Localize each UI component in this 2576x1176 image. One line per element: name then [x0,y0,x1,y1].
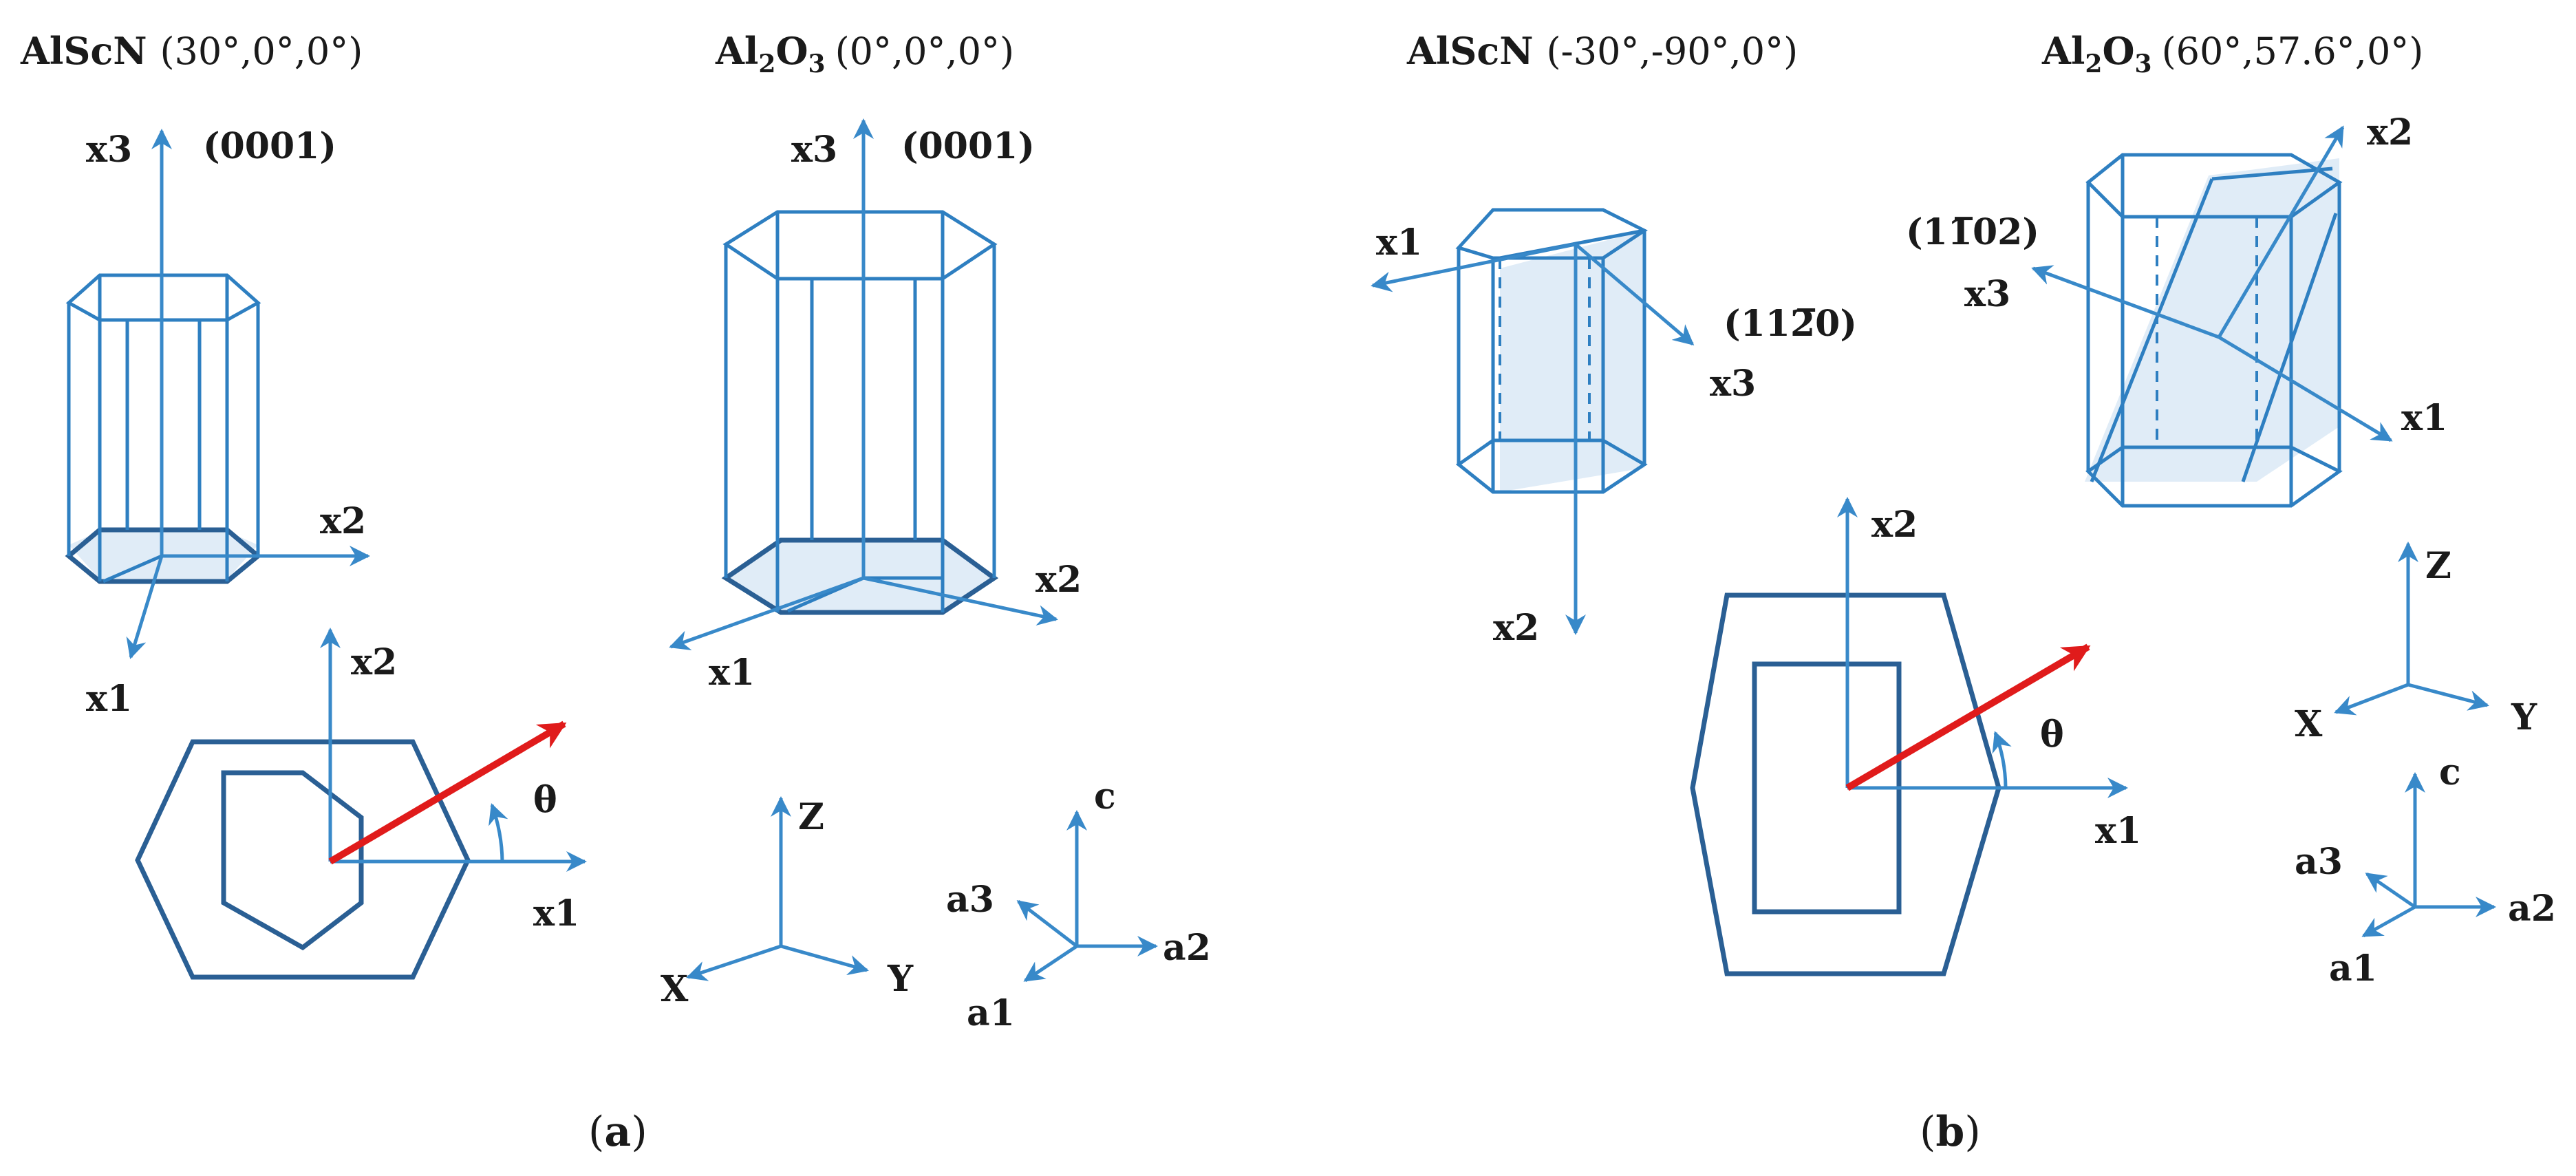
x-axis [686,944,782,981]
hex-frame-a: c a3 a2 a1 [946,776,1211,1034]
xyz-frame-b: Z X Y [2295,542,2537,745]
a2-label: a2 [1163,927,1211,969]
caption-b: (b) [1920,1108,1981,1156]
x3-label: x3 [1710,363,1756,405]
x2-label: x2 [2367,111,2413,153]
plane-label: (0001) [203,125,336,167]
al2o3-prism-b: x2 (11̅02) x3 x1 [1906,111,2447,508]
alscn-prism-b: x1 (112̅0) x3 x2 [1371,208,1857,649]
alscn-section-b: x2 x1 θ [1690,497,2141,976]
x1-label: x1 [709,652,755,694]
theta-arc [489,803,508,862]
xyz-frame-a: Z X Y [661,796,914,1010]
inner-hexagon [221,770,364,951]
a1-label: a1 [967,992,1015,1034]
x1-axis [126,555,164,659]
x3-label: x3 [86,129,132,171]
panel-b: AlScN (-30°,-90°,0°) Al2O3(60°,57.6°,0°)… [1371,29,2556,1156]
panel-b-title-alscn: AlScN (-30°,-90°,0°) [1406,29,1798,73]
x1-axis [669,576,864,651]
plane-edges [2090,167,2338,482]
c-label: c [1094,776,1116,817]
panel-a-title-al2o3: Al2O3(0°,0°,0°) [715,29,1014,78]
top-hexagon [722,210,998,281]
alscn-basal-section: x2 x1 θ [135,628,587,980]
x2-label: x2 [320,500,366,542]
a1-axis [1023,944,1078,983]
panel-a-title-alscn: AlScN (30°,0°,0°) [20,29,363,73]
x2-axis [863,576,1058,626]
panel-a: AlScN (30°,0°,0°) Al2O3(0°,0°,0°) x3 (00… [20,29,1211,1156]
prism-edges [67,275,260,581]
outer-hexagon [1690,592,2001,976]
a1-label: a1 [2329,948,2377,990]
alscn-hex-prism: x3 (0001) x2 x1 [65,125,370,720]
x2-label: x2 [1493,607,1539,649]
section-x2-label: x2 [351,641,397,683]
plane-shade [1500,231,1644,492]
a3-label: a3 [946,879,994,921]
y-label: Y [2511,696,2537,738]
a3-axis [1016,900,1078,948]
section-x1-label: x1 [533,892,579,934]
x2-axis [2217,125,2345,339]
theta-direction-vector [1845,643,2091,791]
a3-label: a3 [2295,841,2343,883]
z-label: Z [2425,545,2451,587]
x2-label: x2 [1035,559,1082,601]
theta-label: θ [533,779,557,821]
al2o3-hex-prism: x3 (0001) x2 x1 [669,118,1082,694]
caption-a: (a) [588,1108,647,1156]
a2-label: a2 [2508,888,2556,930]
prism-edges [2086,155,2341,506]
prism-edges [1457,228,1646,492]
x1-axis [2218,335,2393,442]
theta-direction-vector [328,720,567,865]
hex-frame-b: c a3 a2 a1 [2295,751,2556,990]
x3-label: x3 [791,129,837,171]
x3-axis [2031,265,2220,339]
x1-label: x1 [1376,222,1422,264]
plane-label: (112̅0) [1724,303,1857,345]
prism-edges [724,212,996,612]
x-label: X [661,968,689,1010]
plane-label: (11̅02) [1906,211,2039,253]
plane-label: (0001) [901,125,1035,167]
a1-axis [2361,905,2416,938]
x3-axis [1574,243,1695,345]
x-axis [2334,683,2409,716]
theta-arc [1992,731,2012,789]
section-x2-label: x2 [1871,504,1918,546]
theta-label: θ [2040,714,2064,756]
z-label: Z [798,796,824,838]
x3-label: x3 [1964,273,2010,315]
y-axis [780,944,869,976]
y-axis [2407,683,2489,711]
x1-axis [1371,242,1576,292]
a3-axis [2365,872,2416,909]
panel-b-title-al2o3: Al2O3(60°,57.6°,0°) [2041,29,2423,78]
y-label: Y [887,958,914,1000]
x1-label: x1 [2401,397,2447,439]
section-x1-label: x1 [2095,810,2141,852]
x-label: X [2295,703,2323,745]
outer-hexagon [135,739,471,980]
x1-label: x1 [86,678,132,720]
c-label: c [2439,751,2461,793]
